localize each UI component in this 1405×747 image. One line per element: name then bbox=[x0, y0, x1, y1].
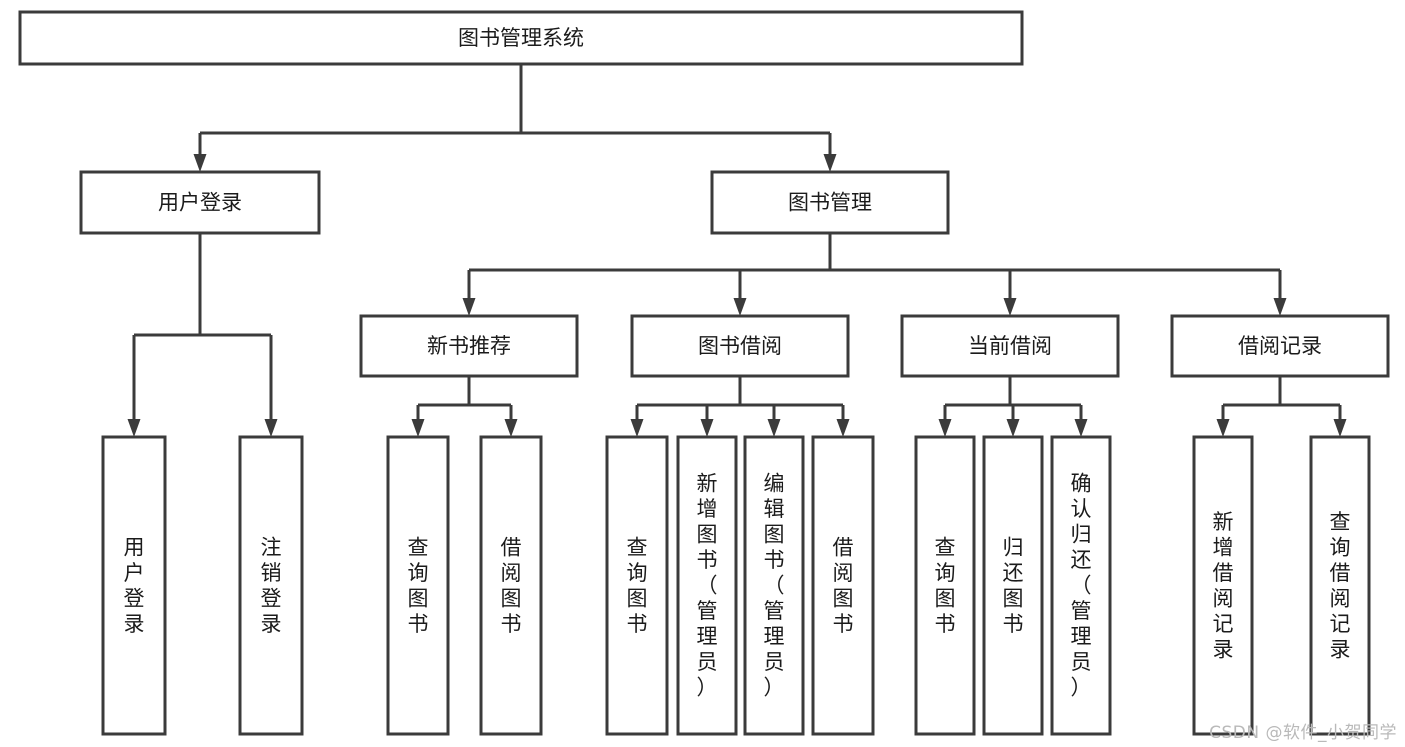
node-box-l6[interactable] bbox=[676, 435, 738, 736]
node-label-borrow: 图书借阅 bbox=[698, 334, 782, 358]
node-label-l4: 借阅图书 bbox=[501, 535, 522, 636]
arrow-head-newbook bbox=[462, 298, 476, 316]
node-label-l8: 借阅图书 bbox=[833, 535, 854, 636]
node-l3[interactable]: 查询图书 bbox=[386, 435, 450, 736]
node-box-bookmgmt[interactable] bbox=[710, 170, 950, 235]
arrow-head-l2 bbox=[264, 419, 278, 437]
node-box-record[interactable] bbox=[1170, 314, 1390, 378]
node-box-login[interactable] bbox=[79, 170, 321, 235]
arrow-head-l7 bbox=[767, 419, 781, 437]
node-label-l7: 编辑图书（管理员） bbox=[764, 472, 785, 700]
arrow-head-current bbox=[1003, 298, 1017, 316]
arrow-head-l9 bbox=[938, 419, 952, 437]
node-box-root[interactable] bbox=[18, 10, 1024, 66]
arrow-head-l3 bbox=[411, 419, 425, 437]
node-root[interactable]: 图书管理系统 bbox=[18, 10, 1024, 66]
node-box-l7[interactable] bbox=[743, 435, 805, 736]
node-l4[interactable]: 借阅图书 bbox=[479, 435, 543, 736]
node-box-l10[interactable] bbox=[982, 435, 1044, 736]
arrow-head-l6 bbox=[700, 419, 714, 437]
arrow-head-l10 bbox=[1006, 419, 1020, 437]
node-label-login: 用户登录 bbox=[158, 191, 242, 215]
node-label-l9: 查询图书 bbox=[935, 535, 956, 636]
node-l1[interactable]: 用户登录 bbox=[101, 435, 167, 736]
arrow-head-l11 bbox=[1074, 419, 1088, 437]
arrow-head-record bbox=[1273, 298, 1287, 316]
arrow-head-bookmgmt bbox=[823, 154, 837, 172]
node-label-l12: 新增借阅记录 bbox=[1213, 510, 1234, 662]
node-l10[interactable]: 归还图书 bbox=[982, 435, 1044, 736]
arrow-head-l4 bbox=[504, 419, 518, 437]
arrow-head-l12 bbox=[1216, 419, 1230, 437]
node-label-l11: 确认归还（管理员） bbox=[1071, 472, 1092, 700]
node-box-l9[interactable] bbox=[914, 435, 976, 736]
node-label-current: 当前借阅 bbox=[968, 334, 1052, 358]
node-label-l6: 新增图书（管理员） bbox=[697, 472, 718, 700]
node-current[interactable]: 当前借阅 bbox=[900, 314, 1120, 378]
node-box-borrow[interactable] bbox=[630, 314, 850, 378]
node-l7[interactable]: 编辑图书（管理员） bbox=[743, 435, 805, 736]
node-box-l12[interactable] bbox=[1192, 435, 1254, 736]
node-label-root: 图书管理系统 bbox=[458, 26, 584, 50]
node-borrow[interactable]: 图书借阅 bbox=[630, 314, 850, 378]
node-label-newbook: 新书推荐 bbox=[427, 334, 511, 358]
node-label-l10: 归还图书 bbox=[1003, 535, 1024, 636]
node-label-record: 借阅记录 bbox=[1238, 334, 1322, 358]
edges-layer bbox=[127, 64, 1347, 437]
node-l11[interactable]: 确认归还（管理员） bbox=[1050, 435, 1112, 736]
node-box-l8[interactable] bbox=[811, 435, 875, 736]
node-label-l13: 查询借阅记录 bbox=[1330, 510, 1351, 662]
arrow-head-l5 bbox=[630, 419, 644, 437]
arrow-head-login bbox=[193, 154, 207, 172]
node-l12[interactable]: 新增借阅记录 bbox=[1192, 435, 1254, 736]
node-box-current[interactable] bbox=[900, 314, 1120, 378]
arrow-head-borrow bbox=[733, 298, 747, 316]
node-box-l1[interactable] bbox=[101, 435, 167, 736]
node-box-l3[interactable] bbox=[386, 435, 450, 736]
node-box-newbook[interactable] bbox=[359, 314, 579, 378]
node-box-l4[interactable] bbox=[479, 435, 543, 736]
node-label-l5: 查询图书 bbox=[627, 535, 648, 636]
node-label-l1: 用户登录 bbox=[124, 535, 145, 636]
node-l2[interactable]: 注销登录 bbox=[238, 435, 304, 736]
arrow-head-l8 bbox=[836, 419, 850, 437]
node-l8[interactable]: 借阅图书 bbox=[811, 435, 875, 736]
node-label-l3: 查询图书 bbox=[408, 535, 429, 636]
node-box-l2[interactable] bbox=[238, 435, 304, 736]
node-box-l13[interactable] bbox=[1309, 435, 1371, 736]
node-box-l5[interactable] bbox=[605, 435, 669, 736]
node-newbook[interactable]: 新书推荐 bbox=[359, 314, 579, 378]
node-l9[interactable]: 查询图书 bbox=[914, 435, 976, 736]
node-l5[interactable]: 查询图书 bbox=[605, 435, 669, 736]
node-bookmgmt[interactable]: 图书管理 bbox=[710, 170, 950, 235]
node-label-l2: 注销登录 bbox=[261, 535, 282, 636]
csdn-watermark: CSDN @软件_小贺同学 bbox=[1209, 723, 1397, 743]
node-record[interactable]: 借阅记录 bbox=[1170, 314, 1390, 378]
node-l13[interactable]: 查询借阅记录 bbox=[1309, 435, 1371, 736]
node-login[interactable]: 用户登录 bbox=[79, 170, 321, 235]
node-box-l11[interactable] bbox=[1050, 435, 1112, 736]
node-l6[interactable]: 新增图书（管理员） bbox=[676, 435, 738, 736]
arrow-head-l13 bbox=[1333, 419, 1347, 437]
nodes-layer: 图书管理系统用户登录图书管理新书推荐图书借阅当前借阅借阅记录用户登录注销登录查询… bbox=[18, 10, 1390, 736]
node-label-bookmgmt: 图书管理 bbox=[788, 191, 872, 215]
arrow-head-l1 bbox=[127, 419, 141, 437]
